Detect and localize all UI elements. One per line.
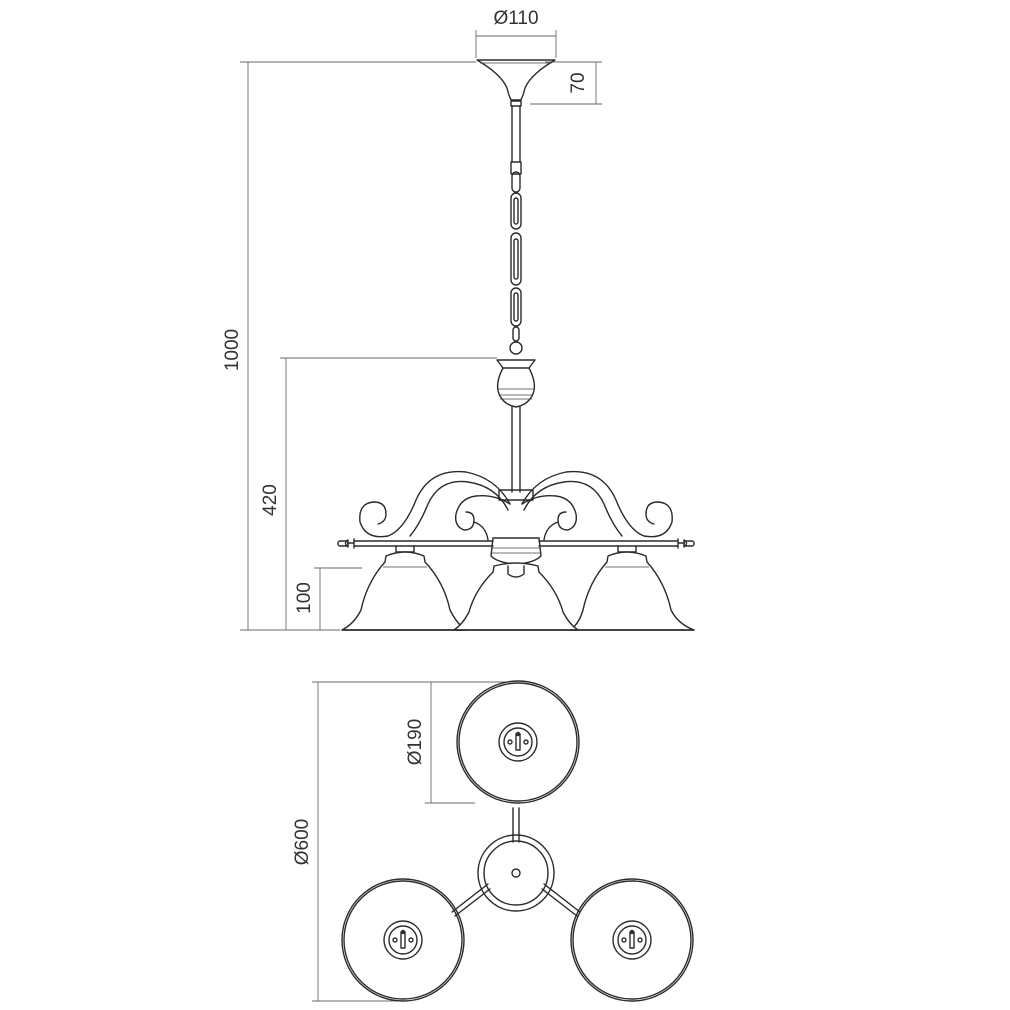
left-shade-circle [341,878,465,1002]
side-view [337,59,695,631]
chain [510,171,522,342]
arm-top [512,807,520,843]
horizontal-bar [353,540,679,547]
right-shade-circle [570,878,694,1002]
center-shade [453,562,579,631]
arm-left [451,883,491,917]
suspension-rod [511,105,521,163]
dimension-lines [240,30,602,1002]
top-finial [496,359,536,369]
top-view [341,680,694,1002]
dim-canopy-height: 70 [568,72,589,93]
right-shade [569,545,695,631]
top-shade-circle [456,680,580,804]
right-scroll-arm [521,470,673,538]
dim-shade-diameter: Ø190 [405,719,426,765]
central-stem [511,406,521,493]
dim-body-height: 420 [260,484,281,516]
left-scroll-arm [359,470,511,538]
left-shade [341,545,467,631]
dim-canopy-diameter: Ø110 [493,8,538,29]
dim-shade-height: 100 [294,582,315,614]
lower-hub [490,537,542,565]
center-hub [477,834,555,912]
ceiling-canopy [476,59,556,102]
dim-overall-diameter: Ø600 [292,819,313,865]
arm-right [541,883,581,917]
dim-total-height: 1000 [222,329,243,371]
